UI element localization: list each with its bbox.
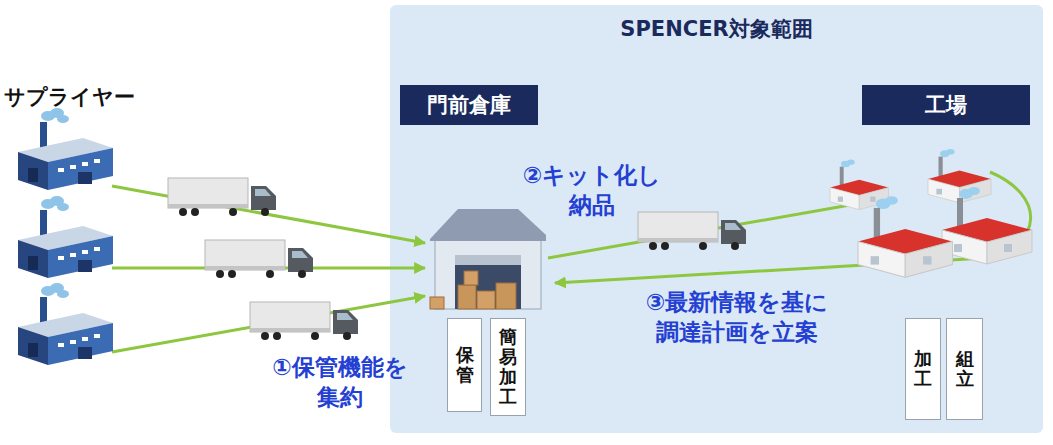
box-label: 門前倉庫: [427, 91, 511, 119]
group-label: サプライヤー: [4, 84, 135, 111]
function-box: 加工: [905, 318, 941, 420]
step-note: ②キット化し 納品: [523, 161, 661, 221]
scope-panel: 門前倉庫 工場保管 簡易加工 加工組立 SPENCER対象範囲: [390, 5, 1043, 433]
step-note: ①保管機能を 集約: [272, 353, 407, 413]
label-holder: ①保管機能を 集約: [272, 353, 407, 413]
label-holder: サプライヤー: [4, 84, 135, 111]
box-label: 工場: [925, 91, 967, 119]
label-holder: ③最新情報を基に 調達計画を立案: [646, 288, 828, 348]
function-box: 保管: [447, 318, 482, 412]
box-label: 保管: [456, 345, 474, 385]
step-note: ③最新情報を基に 調達計画を立案: [646, 288, 828, 348]
box-label: 簡易加工: [499, 327, 517, 406]
box-label: 加工: [914, 349, 932, 389]
function-box: 組立: [946, 318, 983, 420]
panel-title: SPENCER対象範囲: [390, 15, 1043, 43]
function-box: 簡易加工: [490, 318, 526, 416]
box-label: 組立: [956, 349, 974, 389]
section-header: 門前倉庫: [400, 85, 538, 125]
section-header: 工場: [862, 85, 1030, 125]
label-holder: ②キット化し 納品: [523, 161, 661, 221]
